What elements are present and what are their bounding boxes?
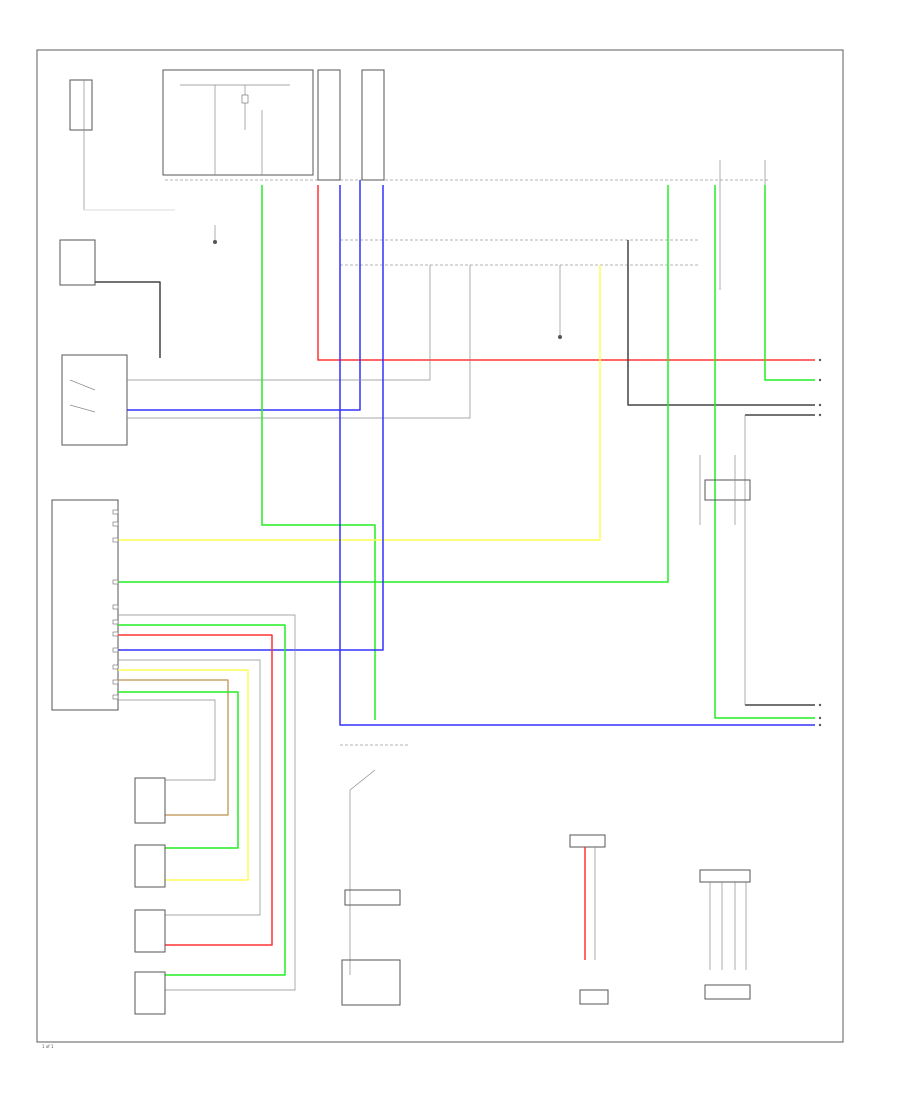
wire-green-motor-2 — [118, 691, 239, 849]
seat-motor-front-vertical — [134, 844, 166, 888]
wire-blue-switch — [127, 180, 361, 411]
wire-grey-motor-1 — [118, 699, 216, 781]
engine-control-module — [341, 959, 401, 1006]
seat-control-ecu — [51, 499, 119, 711]
wire-green-motor-4 — [118, 624, 286, 976]
seat-motor-rear-vertical — [134, 909, 166, 953]
power-seat-switch-top — [59, 239, 96, 286]
bottom-connector-1 — [344, 889, 401, 906]
outer-mirror-switch — [704, 984, 751, 1000]
wire-green-right-lower — [714, 185, 815, 719]
wire-grey-motor-3 — [118, 659, 261, 916]
ground-symbol-left — [213, 225, 217, 244]
wire-grey-switch-2 — [127, 265, 431, 381]
wire-grey-switch — [127, 265, 471, 419]
seat-motor-slide — [134, 777, 166, 824]
ground-symbol-center — [558, 265, 562, 339]
page-number: 1 of 1 — [42, 1044, 54, 1049]
position-sensor — [704, 479, 751, 501]
wire-blue-long — [339, 185, 815, 726]
wire-red-motor-3 — [118, 634, 273, 946]
fuse-box-right — [361, 69, 385, 181]
fuse-box-left — [317, 69, 341, 181]
wire-yellow-motor-2 — [118, 669, 249, 881]
wire-grey-bundle-outer — [118, 614, 296, 991]
neutral-switch-contact — [349, 769, 376, 791]
junction-fuse — [241, 94, 249, 104]
junction-box — [162, 69, 314, 176]
wire-black-right — [627, 240, 815, 406]
switch-contact-1 — [69, 379, 96, 391]
seat-motor-recline — [134, 971, 166, 1015]
switch-contact-2 — [69, 404, 96, 413]
seat-heater-module — [579, 989, 609, 1005]
wire-black-seat-switch — [95, 281, 161, 358]
ecu-pins — [112, 509, 119, 700]
wire-brown-motor-1 — [118, 679, 229, 816]
wire-red-top — [317, 185, 815, 361]
wire-yellow — [118, 265, 601, 541]
wire-lightgreen — [118, 185, 669, 583]
power-seat-switch-main — [61, 354, 128, 446]
right-edge-connectors — [818, 358, 822, 727]
wire-green-main — [261, 185, 376, 720]
wire-blue-ecu — [118, 185, 384, 651]
wire-green-right — [764, 185, 815, 381]
bottom-connector-3 — [699, 869, 751, 883]
diagram-frame — [36, 49, 844, 1043]
bottom-connector-2 — [569, 834, 606, 848]
power-relay-box — [69, 79, 93, 131]
